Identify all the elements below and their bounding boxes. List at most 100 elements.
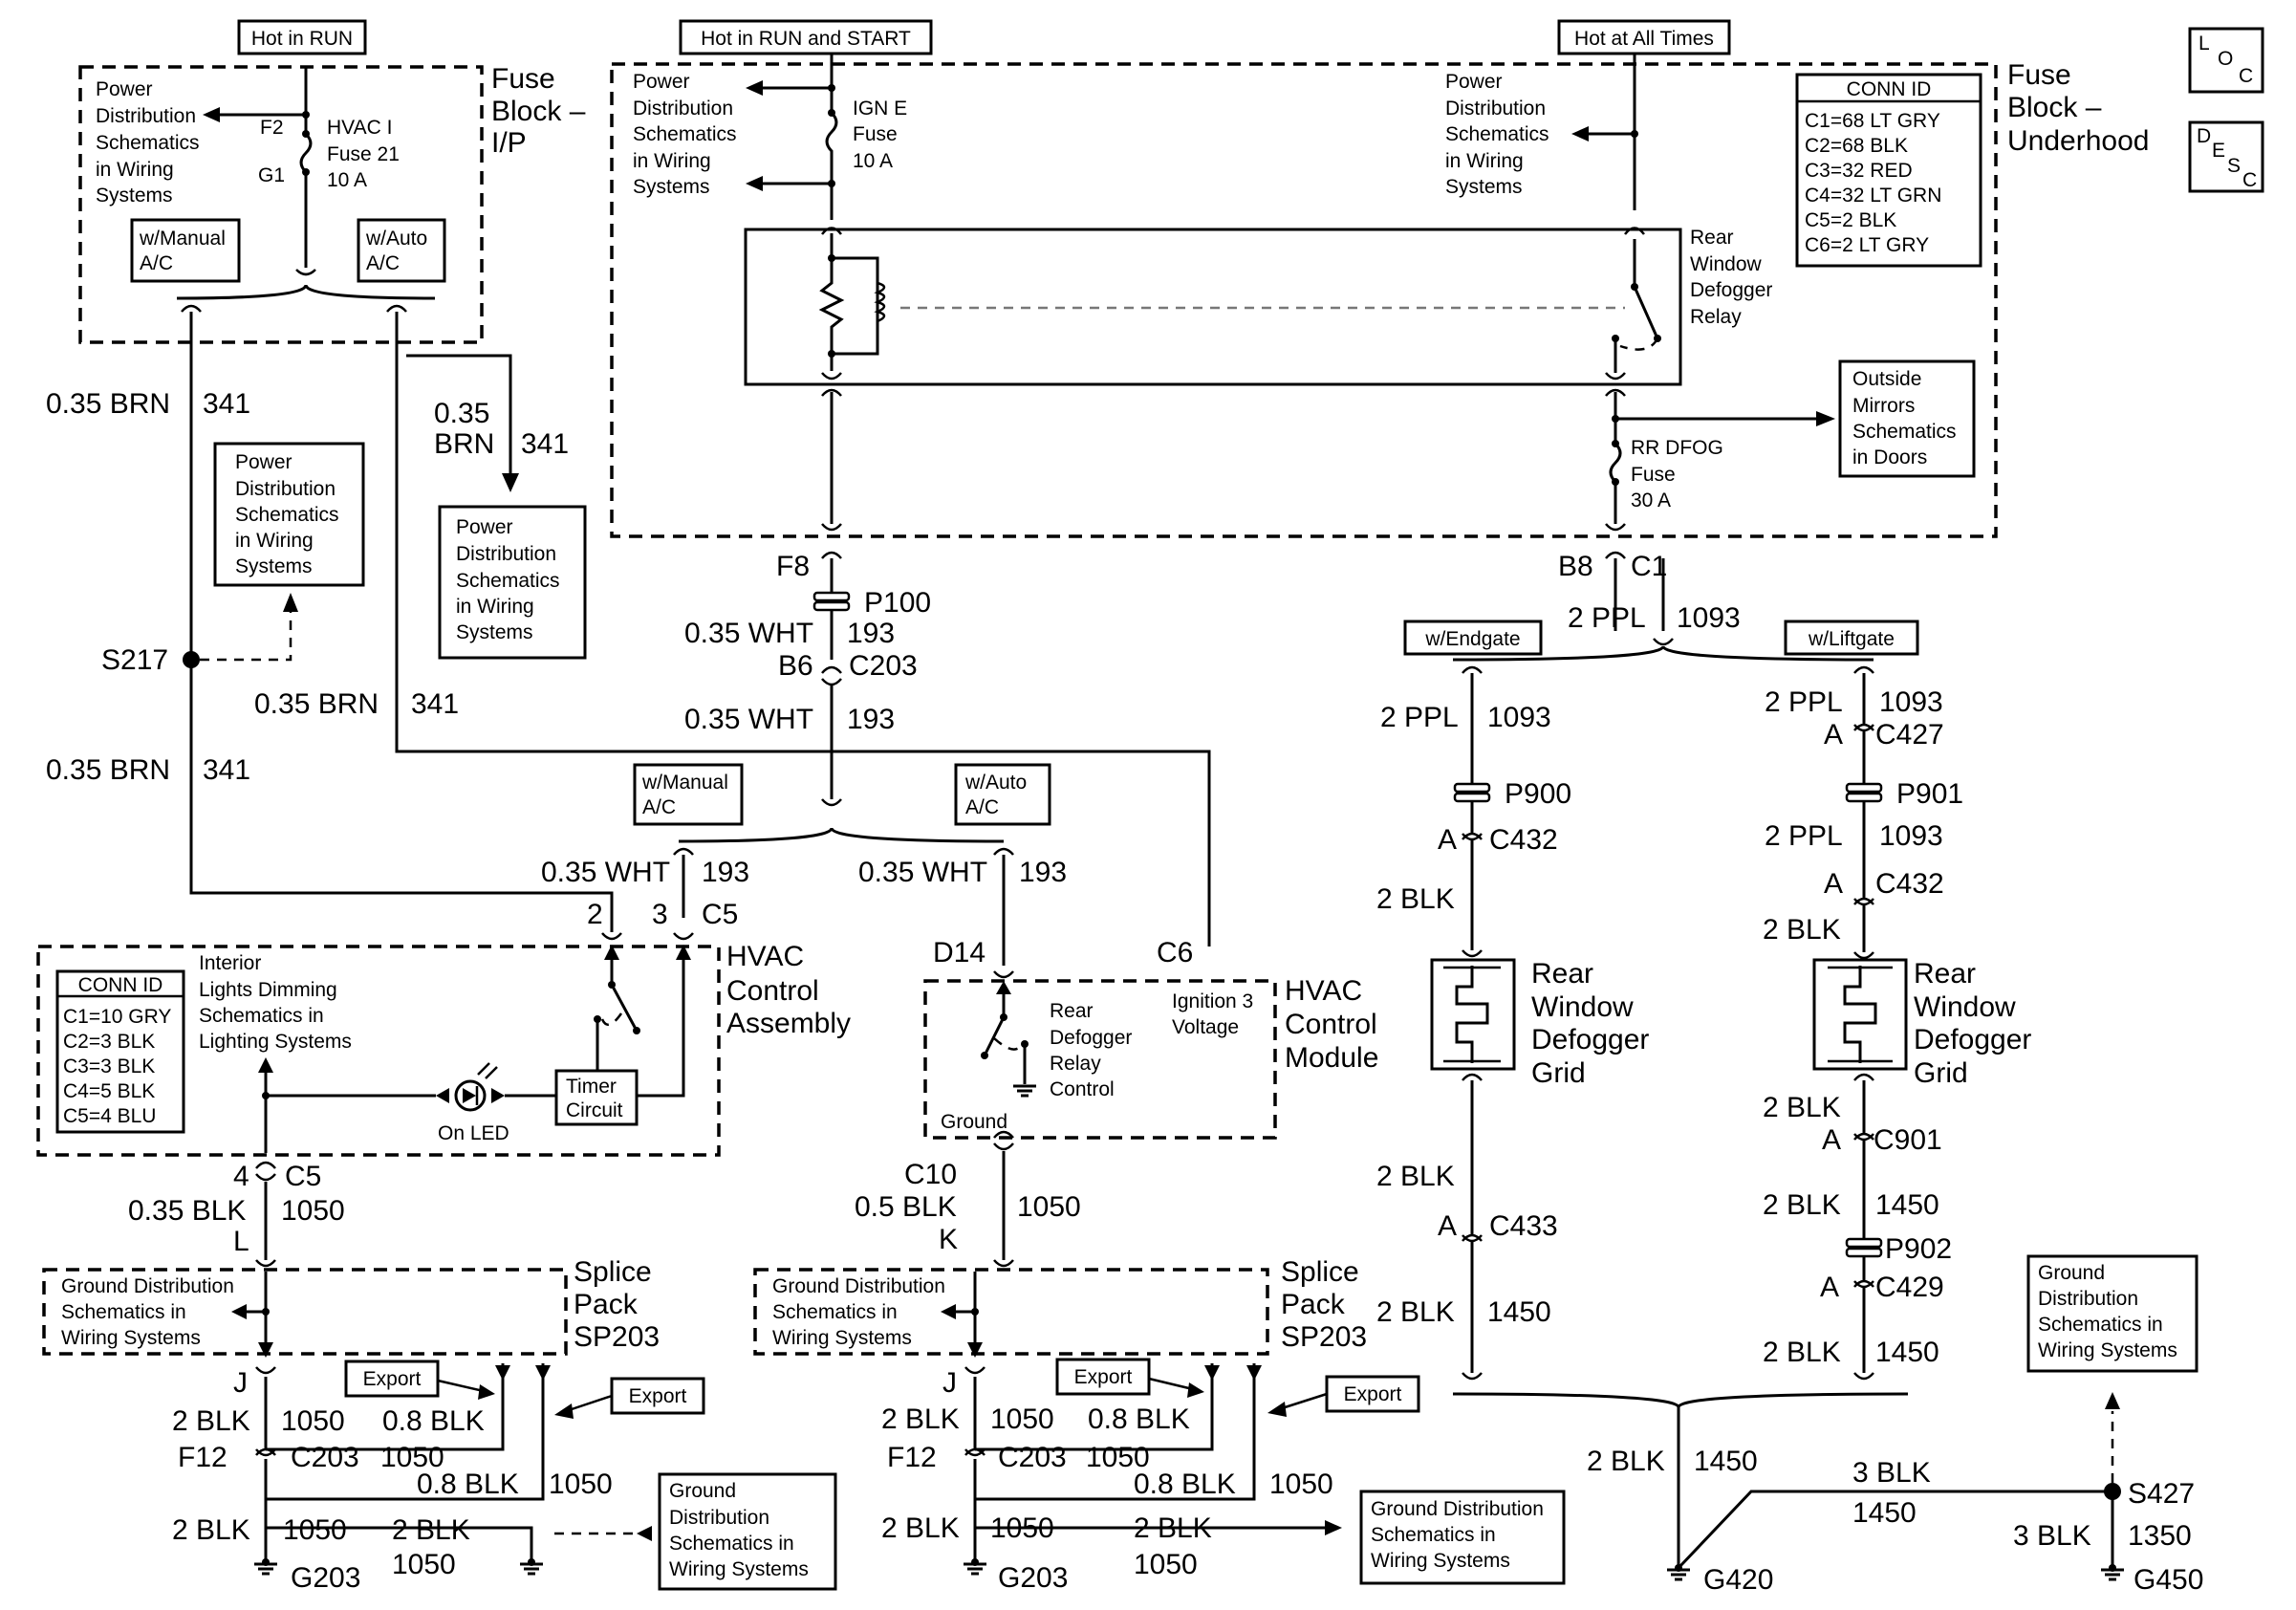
timer-circuit: Timer Circuit <box>554 1069 639 1126</box>
svg-text:1050: 1050 <box>549 1469 613 1500</box>
svg-text:A: A <box>1438 824 1457 856</box>
svg-text:C432: C432 <box>1489 824 1558 856</box>
svg-text:Interior: Interior <box>199 952 261 974</box>
svg-text:Distribution: Distribution <box>669 1507 769 1529</box>
svg-text:Ground: Ground <box>2038 1262 2105 1284</box>
svg-text:2 BLK: 2 BLK <box>1763 1189 1841 1221</box>
outside-mirrors-ref: Outside Mirrors Schematics in Doors <box>1838 359 1976 478</box>
svg-text:in Wiring: in Wiring <box>235 530 314 552</box>
svg-text:1050: 1050 <box>1269 1469 1333 1500</box>
conn-id-table-uh: CONN ID C1=68 LT GRY C2=68 BLK C3=32 RED… <box>1795 73 1982 268</box>
svg-text:C5=2 BLK: C5=2 BLK <box>1805 209 1896 231</box>
svg-text:0.35 WHT: 0.35 WHT <box>541 857 670 888</box>
svg-text:2 BLK: 2 BLK <box>1376 883 1455 915</box>
svg-text:0.35 WHT: 0.35 WHT <box>684 618 813 649</box>
svg-text:Control: Control <box>1285 1009 1377 1040</box>
loc-icon[interactable]: L O C <box>2188 27 2264 94</box>
interior-lights-ref: Interior Lights Dimming Schematics in Li… <box>199 952 352 1053</box>
svg-text:Circuit: Circuit <box>566 1099 623 1121</box>
svg-text:1350: 1350 <box>2128 1520 2192 1552</box>
svg-text:10 A: 10 A <box>327 169 367 191</box>
svg-text:Relay: Relay <box>1050 1053 1101 1075</box>
svg-text:1093: 1093 <box>1879 686 1943 718</box>
svg-text:CONN ID: CONN ID <box>1847 78 1932 100</box>
right-side-circuits: B8 C1 2 PPL 1093 w/Endgate w/Liftgate 2 … <box>1376 551 2203 1596</box>
svg-text:2 BLK: 2 BLK <box>1376 1161 1455 1192</box>
left-ground-section: 4 C5 0.35 BLK 1050 L Ground Distribution… <box>42 1161 837 1594</box>
svg-text:0.35 WHT: 0.35 WHT <box>684 704 813 735</box>
svg-text:1050: 1050 <box>281 1195 345 1227</box>
ground-icon-left-2 <box>520 1558 543 1576</box>
svg-text:3: 3 <box>652 899 668 930</box>
svg-text:Fuse: Fuse <box>491 63 555 95</box>
svg-text:1050: 1050 <box>283 1514 347 1546</box>
svg-text:D14: D14 <box>933 937 986 968</box>
svg-text:4: 4 <box>233 1161 249 1192</box>
svg-text:A: A <box>1438 1210 1457 1242</box>
ground-icon-module <box>1013 1084 1036 1098</box>
splice-pack-mid: Ground Distribution Schematics in Wiring… <box>753 1256 1367 1356</box>
svg-text:A/C: A/C <box>366 252 400 274</box>
svg-text:Wiring Systems: Wiring Systems <box>772 1327 912 1349</box>
svg-text:L: L <box>2199 33 2210 54</box>
svg-text:193: 193 <box>702 857 749 888</box>
svg-text:Distribution: Distribution <box>2038 1288 2138 1310</box>
manual-ac-option-ip: w/Manual A/C <box>130 218 241 283</box>
power-dist-ref-mid: Power Distribution Schematics in Wiring … <box>213 442 365 587</box>
svg-text:2 BLK: 2 BLK <box>1587 1446 1665 1477</box>
center-wiring: F8 P100 0.35 WHT 193 B6 C203 0.35 WHT 19… <box>541 551 1067 966</box>
svg-text:P902: P902 <box>1885 1233 1952 1265</box>
svg-text:Export: Export <box>1074 1366 1133 1388</box>
svg-text:Splice: Splice <box>574 1256 652 1288</box>
svg-text:Hot in RUN and START: Hot in RUN and START <box>701 28 911 50</box>
svg-text:Hot in RUN: Hot in RUN <box>251 28 353 50</box>
svg-text:Window: Window <box>1531 991 1634 1023</box>
svg-text:Export: Export <box>363 1368 422 1390</box>
ground-dist-ref-left: Ground Distribution Schematics in Wiring… <box>658 1472 837 1591</box>
svg-text:Schematics in: Schematics in <box>669 1533 794 1555</box>
svg-text:C10: C10 <box>904 1159 957 1190</box>
svg-text:Distribution: Distribution <box>633 98 733 120</box>
svg-text:2 PPL: 2 PPL <box>1380 702 1459 733</box>
rear-window-defogger-relay: Rear Window Defogger Relay <box>744 227 1772 386</box>
svg-text:193: 193 <box>847 618 895 649</box>
svg-text:Schematics in: Schematics in <box>2038 1314 2163 1336</box>
svg-text:Ground Distribution: Ground Distribution <box>61 1275 234 1297</box>
svg-text:0.8 BLK: 0.8 BLK <box>417 1469 519 1500</box>
svg-text:C3=32 RED: C3=32 RED <box>1805 160 1913 182</box>
svg-text:Schematics: Schematics <box>456 570 560 592</box>
svg-text:Distribution: Distribution <box>456 543 556 565</box>
svg-text:Defogger: Defogger <box>1050 1027 1132 1049</box>
svg-text:Voltage: Voltage <box>1172 1016 1239 1038</box>
svg-text:Splice: Splice <box>1281 1256 1359 1288</box>
svg-text:Schematics in: Schematics in <box>1371 1524 1496 1546</box>
manual-ac-option-center: w/Manual A/C <box>633 763 744 826</box>
svg-text:C2=68 BLK: C2=68 BLK <box>1805 135 1908 157</box>
svg-text:Schematics in: Schematics in <box>61 1301 186 1323</box>
svg-text:C203: C203 <box>998 1442 1067 1473</box>
svg-text:F12: F12 <box>887 1442 937 1473</box>
svg-text:Systems: Systems <box>633 176 710 198</box>
svg-text:2 PPL: 2 PPL <box>1765 686 1843 718</box>
svg-text:Fuse 21: Fuse 21 <box>327 143 400 165</box>
svg-text:3 BLK: 3 BLK <box>2013 1520 2091 1552</box>
svg-text:Power: Power <box>456 516 513 538</box>
svg-text:F2: F2 <box>260 117 284 139</box>
svg-text:2 PPL: 2 PPL <box>1765 820 1843 852</box>
svg-text:Fuse: Fuse <box>2007 59 2071 91</box>
power-dist-ref-uh-left: Power Distribution Schematics in Wiring … <box>633 71 737 198</box>
svg-text:E: E <box>2212 140 2225 162</box>
svg-text:A/C: A/C <box>965 796 999 818</box>
svg-text:G203: G203 <box>998 1562 1068 1594</box>
svg-text:2 BLK: 2 BLK <box>172 1405 250 1437</box>
svg-text:A: A <box>1824 868 1843 900</box>
desc-icon[interactable]: D E S C <box>2188 120 2264 193</box>
svg-text:Outside: Outside <box>1852 368 1921 390</box>
svg-text:Export: Export <box>629 1385 687 1407</box>
svg-text:Power: Power <box>633 71 690 93</box>
svg-text:Power: Power <box>235 451 292 473</box>
svg-text:0.35 BLK: 0.35 BLK <box>128 1195 246 1227</box>
svg-text:Ground: Ground <box>669 1480 736 1502</box>
svg-text:B8: B8 <box>1558 551 1593 582</box>
